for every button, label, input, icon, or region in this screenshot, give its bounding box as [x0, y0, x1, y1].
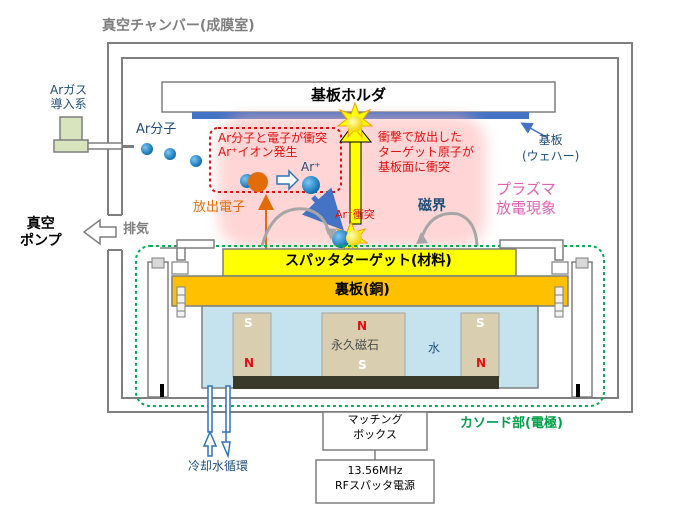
screw-icon — [151, 257, 589, 269]
rf-power-label: 13.56MHz RFスパッタ電源 — [335, 464, 415, 493]
substrate-holder-label: 基板ホルダ — [311, 86, 387, 104]
cooling-water-label: 冷却水循環 — [188, 459, 249, 473]
ar-molecule-label: Ar分子 — [136, 122, 177, 137]
permanent-magnet-label: 永久磁石 — [331, 338, 380, 352]
magnet — [460, 312, 500, 378]
magnet — [321, 312, 406, 378]
magnet-yoke — [233, 376, 499, 389]
magnetic-field-arcs — [260, 207, 479, 247]
plasma-label: プラズマ 放電現象 — [496, 180, 557, 217]
rf-power-supply — [315, 459, 435, 504]
backing-plate-label: 裏板(銅) — [335, 282, 390, 298]
magnet-pole-n: N — [476, 356, 487, 370]
exhaust-arrow-icon — [82, 218, 117, 246]
impact-label: 衝撃で放出した ターゲット原子が 基板面に衝突 — [378, 130, 475, 174]
ar-ion — [332, 230, 350, 248]
collision-box — [209, 127, 342, 193]
chamber-wall — [107, 42, 633, 413]
target-atom — [347, 116, 363, 132]
exhaust-label: 排気 — [123, 222, 150, 237]
sputter-target-label: スパッタターゲット(材料) — [285, 253, 452, 269]
substrate-label: 基板 (ウェハー) — [522, 133, 580, 163]
cathode-label: カソード部(電極) — [460, 416, 563, 431]
cathode-outline — [135, 245, 605, 407]
gas-inlet — [53, 116, 134, 153]
arrow-icon — [276, 169, 300, 191]
matching-box-label: マッチング ボックス — [347, 413, 403, 441]
chamber-title: 真空チャンバー(成膜室) — [102, 18, 255, 34]
collision-label: Ar分子と電子が衝突 Ar⁺イオン発生 — [218, 131, 328, 160]
emitted-electron-label: 放出電子 — [193, 200, 246, 215]
magnet-pole-n: N — [357, 319, 368, 333]
cathode-shield — [176, 239, 215, 261]
magnet — [232, 312, 272, 378]
cathode-shield — [499, 239, 564, 261]
magnet-pole-s: S — [476, 316, 485, 330]
side-clamp — [147, 261, 189, 398]
ar-molecule — [164, 148, 176, 160]
ar-gas-label: Arガス 導入系 — [50, 83, 88, 111]
magnet-pole-s: S — [358, 358, 367, 372]
ar-ion — [302, 176, 320, 194]
cooling-pipe — [202, 385, 231, 459]
magnet-pole-n: N — [244, 356, 255, 370]
ar-impact-label: Ar⁺衝突 — [335, 208, 375, 221]
target-atom — [346, 230, 362, 246]
magnetic-field-label: 磁界 — [418, 198, 446, 214]
magnet-pole-s: S — [244, 316, 253, 330]
substrate-holder — [161, 81, 556, 113]
vacuum-pump-label: 真空 ポンプ — [20, 216, 62, 249]
electron — [248, 172, 268, 192]
ar-molecule — [141, 143, 153, 155]
ar-molecule — [190, 155, 202, 167]
water-label: 水 — [428, 341, 441, 355]
side-clamp — [551, 261, 593, 398]
ar-ion-label: Ar⁺ — [301, 160, 321, 174]
